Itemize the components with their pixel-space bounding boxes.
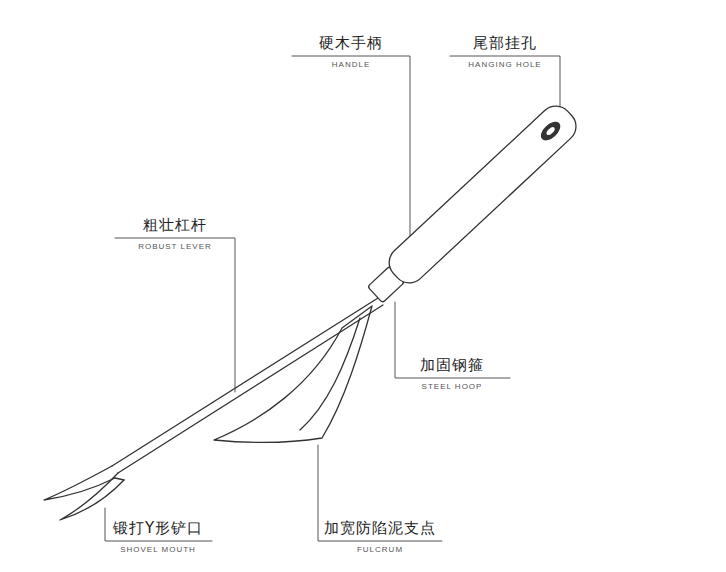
part-name-en: STEEL HOOP	[422, 382, 483, 392]
part-name: 加固钢箍	[420, 356, 484, 374]
leader-line	[318, 445, 442, 541]
wood-handle	[383, 99, 583, 289]
part-name: 硬木手柄	[319, 34, 383, 52]
part-name-en: FULCRUM	[357, 545, 403, 555]
lever-shaft	[112, 298, 383, 473]
leader-line	[450, 56, 560, 112]
hanging-hole	[538, 119, 562, 143]
part-name: 尾部挂孔	[473, 34, 537, 52]
part-name: 加宽防陷泥支点	[324, 519, 436, 537]
leader-line	[115, 238, 235, 392]
leader-line	[292, 56, 410, 240]
leader-line	[395, 302, 510, 378]
part-name-en: ROBUST LEVER	[138, 242, 212, 252]
leader-line	[105, 508, 212, 541]
part-name-en: SHOVEL MOUTH	[120, 545, 196, 555]
fulcrum-fold	[300, 318, 360, 430]
fork-crotch	[115, 478, 124, 480]
fork-prong	[44, 466, 115, 500]
part-name-en: HANDLE	[332, 60, 370, 70]
part-name: 粗壮杠杆	[143, 216, 207, 234]
fork-prong	[60, 473, 124, 520]
part-name-en: HANGING HOLE	[468, 60, 541, 70]
hanging-hole-center	[545, 126, 556, 136]
part-name: 锻打Y形铲口	[113, 519, 203, 537]
